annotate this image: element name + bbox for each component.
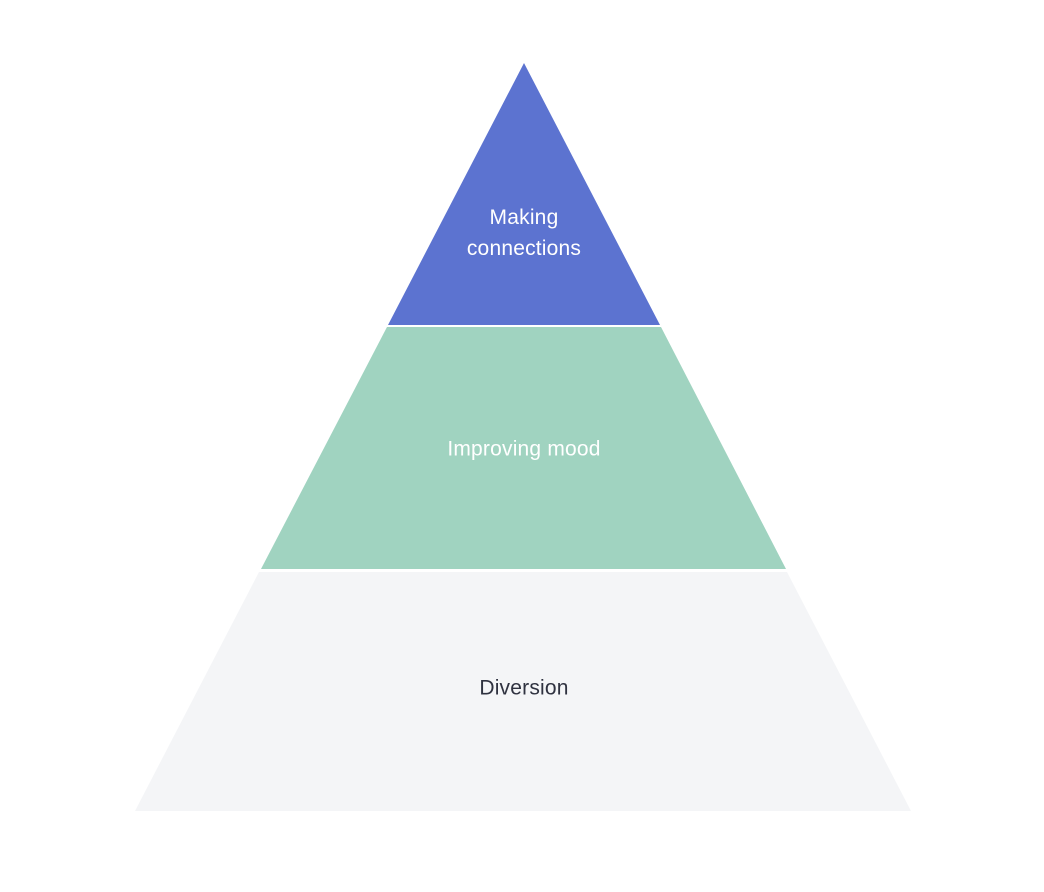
pyramid-level-middle-shape xyxy=(261,327,786,569)
pyramid-level-bottom-shape xyxy=(135,572,911,811)
pyramid-level-top-shape xyxy=(388,63,660,325)
